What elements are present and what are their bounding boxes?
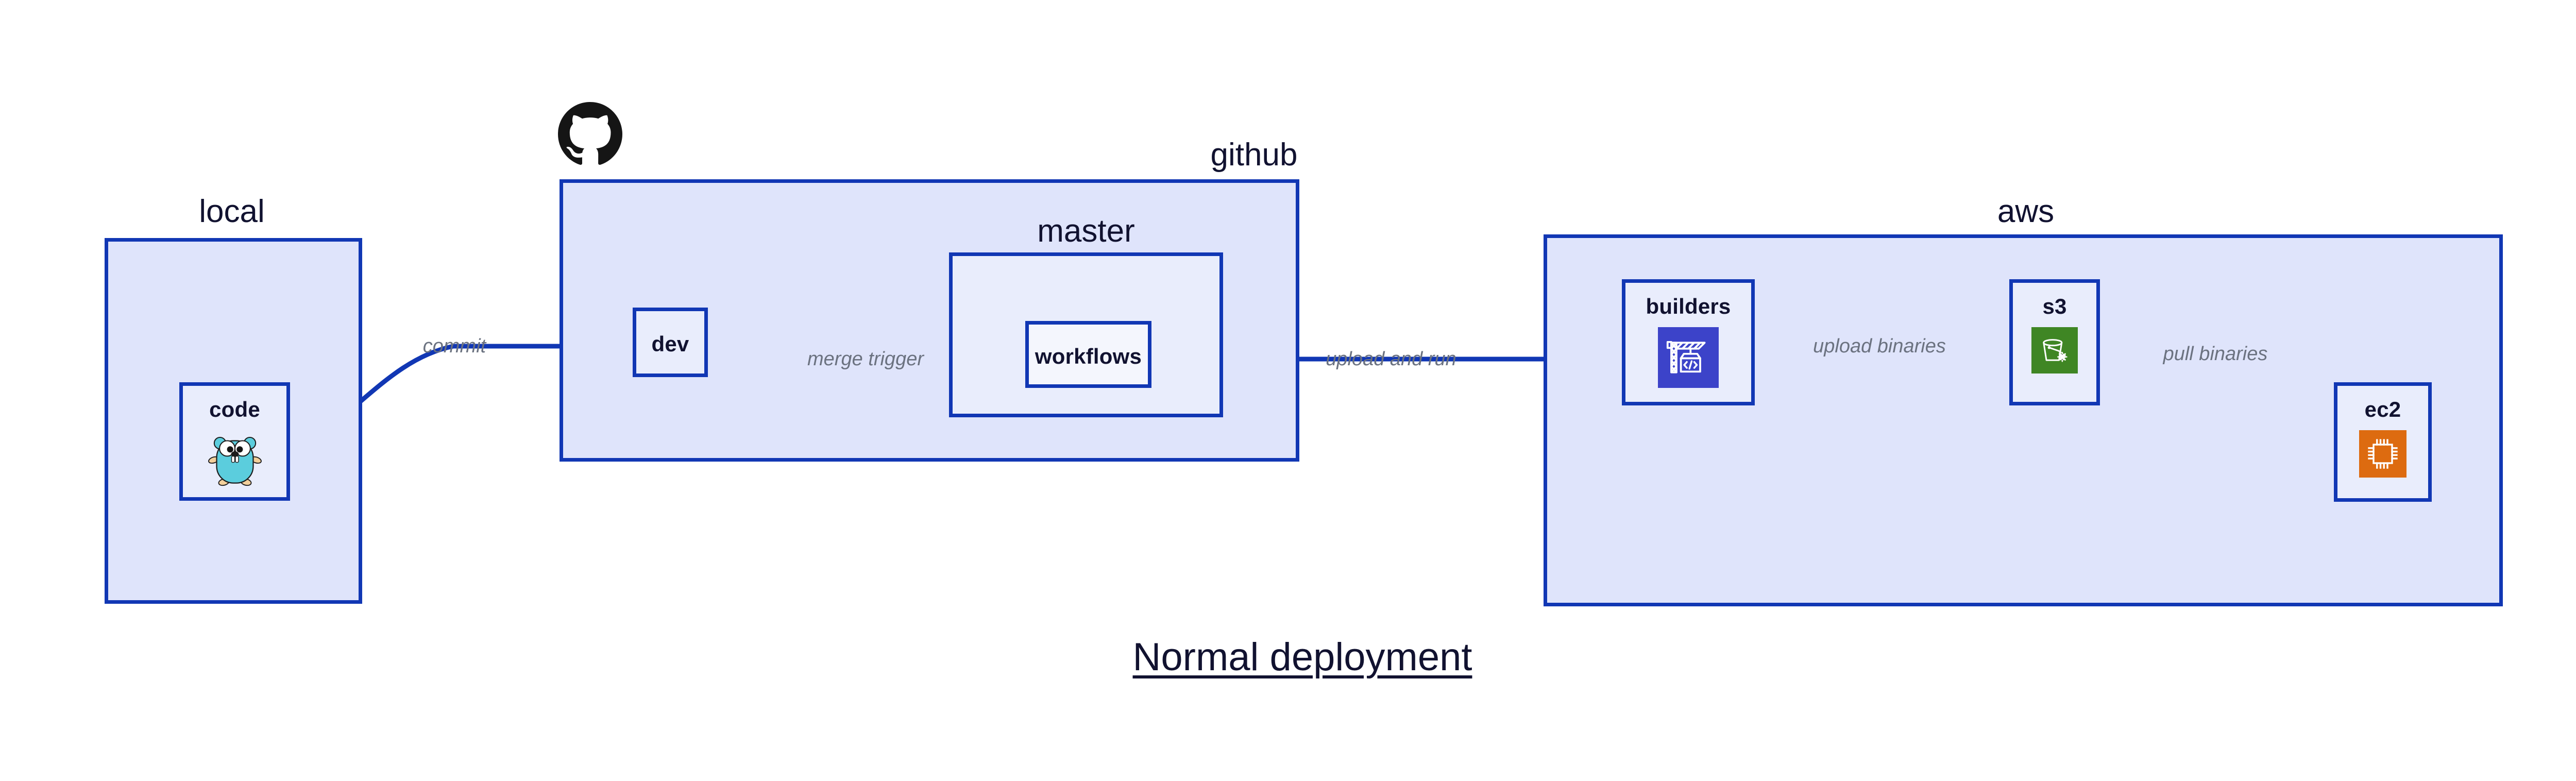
group-label-master: master: [1037, 213, 1135, 249]
group-label-local: local: [199, 194, 265, 229]
go-gopher-icon: [206, 430, 264, 488]
group-label-aws: aws: [1997, 194, 2055, 229]
node-box-s3[interactable]: s3: [2009, 279, 2100, 405]
edge-label-commit: commit: [422, 335, 486, 357]
edge-label-pull-binaries: pull binaries: [2163, 343, 2268, 365]
node-label-workflows: workflows: [1035, 344, 1142, 368]
node-label-builders: builders: [1646, 294, 1731, 318]
node-label-ec2: ec2: [2364, 397, 2401, 421]
edge-label-upload-binaries: upload binaries: [1813, 335, 1946, 357]
node-box-code[interactable]: code: [179, 382, 290, 501]
s3-bucket-icon: [2031, 327, 2078, 373]
github-octocat-logo: [558, 102, 622, 169]
node-box-workflows[interactable]: workflows: [1025, 321, 1151, 388]
node-box-builders[interactable]: builders: [1622, 279, 1755, 405]
edge-label-upload-and-run: upload and run: [1326, 348, 1456, 370]
node-label-dev: dev: [651, 332, 689, 356]
node-box-ec2[interactable]: ec2: [2334, 382, 2432, 502]
group-label-github: github: [1210, 137, 1298, 173]
cpu-chip-icon: [2359, 430, 2406, 478]
edge-label-merge-trigger: merge trigger: [807, 348, 924, 370]
node-label-code: code: [209, 397, 260, 421]
diagram-title: Normal deployment: [1132, 635, 1472, 679]
node-label-s3: s3: [2042, 294, 2067, 318]
crane-code-icon: [1658, 327, 1719, 388]
node-box-dev[interactable]: dev: [633, 308, 708, 377]
